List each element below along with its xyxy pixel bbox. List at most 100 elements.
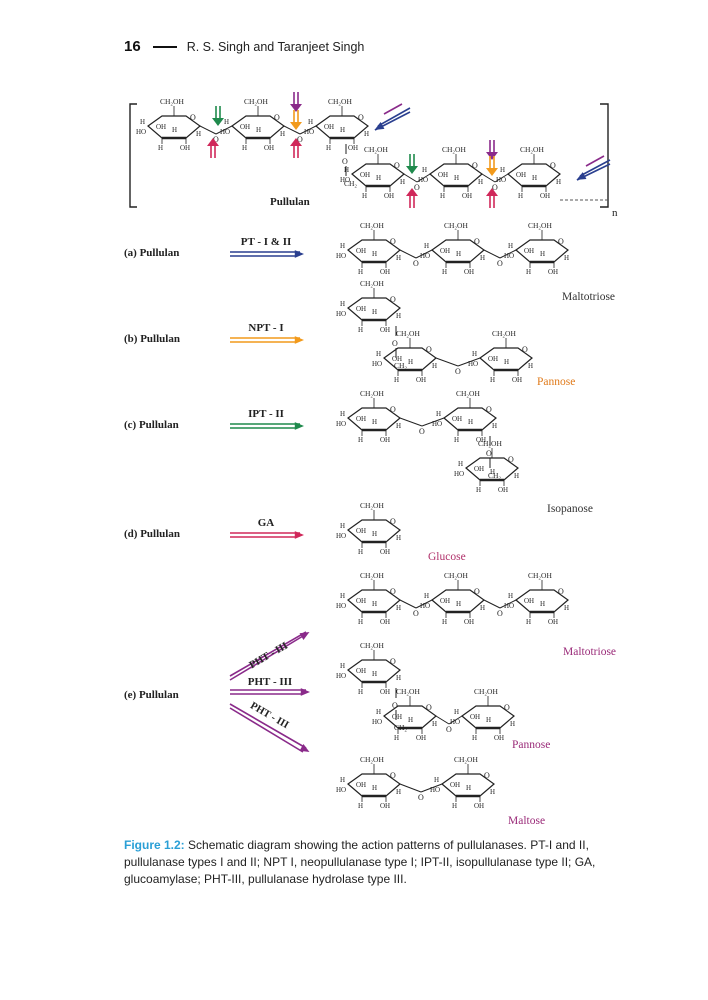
structure-label: HO — [336, 310, 346, 318]
cleavage-arrow-purple-head — [486, 152, 498, 160]
structure-label: H — [526, 268, 531, 276]
structure-label: H — [340, 126, 345, 134]
glycosidic-oxygen: O — [497, 609, 503, 618]
structure-label: H — [358, 436, 363, 444]
structure-label: OH — [380, 802, 390, 810]
structure-label: OH — [380, 268, 390, 276]
cleavage-arrow-purple-head — [290, 104, 302, 112]
reaction-arrow-e-up-head — [299, 631, 310, 640]
structure-label: H — [340, 776, 345, 784]
cleavage-arrow-green-head — [212, 118, 224, 126]
structure-label: H — [326, 144, 331, 152]
caption-text: Schematic diagram showing the action pat… — [124, 838, 596, 886]
structure-label: HO — [340, 176, 350, 184]
cleavage-arrow-green-head — [406, 166, 418, 174]
ch2oh-label: CH₂OH — [442, 145, 466, 154]
bond-line — [483, 599, 501, 609]
structure-label: H — [362, 192, 367, 200]
bond-line — [199, 125, 217, 135]
structure-label: HO — [430, 786, 440, 794]
reaction-arrow-a-head — [294, 250, 304, 258]
ring-oxygen: O — [508, 455, 514, 464]
bond-line — [435, 715, 450, 725]
ch2-label: CH₂ — [488, 471, 501, 480]
structure-label: H — [340, 662, 345, 670]
structure-label: OH — [438, 171, 448, 179]
row-label-e: (e) Pullulan — [124, 689, 179, 701]
cleavage-arrow-red-head — [486, 188, 498, 196]
structure-label: H — [440, 192, 445, 200]
bond-line — [399, 599, 417, 609]
structure-label: OH — [392, 355, 402, 363]
cleavage-arrow-blue — [579, 159, 611, 177]
structure-label: OH — [440, 597, 450, 605]
structure-label: H — [492, 422, 497, 430]
structure-label: HO — [336, 420, 346, 428]
structure-label: OH — [440, 247, 450, 255]
structure-label: H — [372, 600, 377, 608]
ch2oh-label: CH₂OH — [528, 571, 552, 580]
structure-label: H — [478, 178, 483, 186]
ch2oh-label: CH₂OH — [474, 687, 498, 696]
structure-label: H — [490, 376, 495, 384]
structure-label: H — [394, 376, 399, 384]
structure-label: OH — [474, 465, 484, 473]
structure-label: OH — [494, 734, 504, 742]
reaction-arrow-e-up — [229, 631, 307, 677]
bond-line — [481, 173, 496, 183]
glycosidic-oxygen: O — [419, 427, 425, 436]
structure-label: H — [564, 254, 569, 262]
structure-label: HO — [336, 672, 346, 680]
structure-label: H — [280, 130, 285, 138]
ring-oxygen: O — [474, 237, 480, 246]
structure-label: OH — [180, 144, 190, 152]
product-label-a: Maltotriose — [562, 291, 615, 303]
ch2oh-label: CH₂OH — [244, 97, 268, 106]
bond-line — [283, 125, 301, 135]
structure-label: H — [358, 326, 363, 334]
bond-line — [415, 599, 433, 609]
structure-label: H — [256, 126, 261, 134]
structure-label: H — [364, 130, 369, 138]
product-label-e-1: Maltotriose — [563, 646, 616, 658]
reaction-arrow-b-head — [294, 336, 304, 344]
structure-label: OH — [488, 355, 498, 363]
structure-label: H — [358, 548, 363, 556]
structure-label: H — [396, 312, 401, 320]
structure-label: OH — [356, 247, 366, 255]
structure-label: OH — [380, 618, 390, 626]
structure-label: OH — [548, 268, 558, 276]
ring-oxygen: O — [274, 113, 280, 122]
structure-label: HO — [304, 128, 314, 136]
product-label-d: Glucose — [428, 551, 466, 563]
ch2oh-label: CH₂OH — [520, 145, 544, 154]
structure-label: OH — [474, 802, 484, 810]
structure-label: HO — [450, 718, 460, 726]
ch2oh-label: CH₂OH — [160, 97, 184, 106]
row-label-a: (a) Pullulan — [124, 247, 179, 259]
reaction-arrow-c-head — [294, 422, 304, 430]
cleavage-arrow-red-head — [406, 188, 418, 196]
ring-oxygen: O — [504, 703, 510, 712]
structure-label: H — [372, 670, 377, 678]
structure-label: OH — [356, 781, 366, 789]
structure-label: H — [396, 674, 401, 682]
structure-label: H — [408, 358, 413, 366]
structure-label: HO — [220, 128, 230, 136]
ring-oxygen: O — [522, 345, 528, 354]
structure-label: H — [158, 144, 163, 152]
bond-line — [399, 783, 422, 793]
structure-label: HO — [336, 252, 346, 260]
structure-label: H — [504, 358, 509, 366]
bond-line — [421, 417, 445, 427]
structure-label: OH — [450, 781, 460, 789]
glycosidic-oxygen: O — [497, 259, 503, 268]
structure-label: H — [372, 530, 377, 538]
enzyme-label-b: NPT - I — [248, 322, 283, 334]
glycosidic-oxygen: O — [392, 339, 398, 348]
cleavage-arrow-red-head — [207, 138, 219, 146]
structure-label: OH — [464, 618, 474, 626]
glycosidic-oxygen: O — [492, 183, 498, 192]
structure-label: H — [396, 788, 401, 796]
